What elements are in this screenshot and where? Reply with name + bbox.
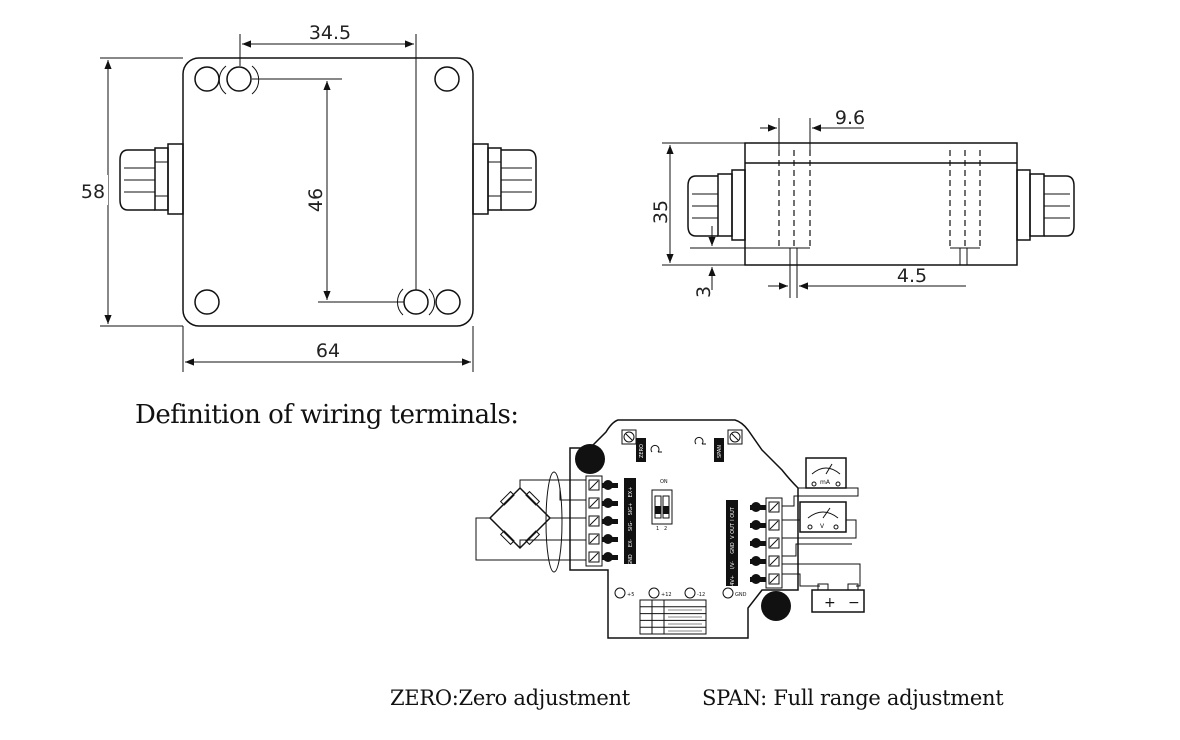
- right-terminal-label-3: GND: [730, 542, 736, 554]
- pot-span-label: SPAN: [717, 445, 723, 458]
- terminal-screw: [588, 551, 600, 563]
- switch-number-1: 1: [656, 526, 659, 532]
- voltmeter-label: V: [820, 523, 825, 530]
- power-supply: + −: [811, 583, 865, 613]
- terminal-screw: [588, 515, 600, 527]
- terminal-screw: [588, 533, 600, 545]
- hole-label-1: +5: [627, 592, 634, 598]
- cable-gland-side-left: [687, 169, 746, 241]
- cable-gland-right: [472, 143, 537, 215]
- switch-number-2: 2: [664, 526, 667, 532]
- dim-label-34-5: 34.5: [309, 22, 351, 44]
- right-terminal-label-4: I/V-: [730, 561, 736, 569]
- span-potentiometer: SPAN: [694, 429, 743, 462]
- enclosure-side-outline: [744, 142, 1018, 266]
- hole-label-3: -12: [697, 592, 705, 598]
- transmitter-board-outline: [569, 419, 799, 639]
- hole-label-2: +12: [661, 592, 672, 598]
- mount-hole-arc: [218, 65, 227, 95]
- cable-shield: [545, 471, 563, 573]
- mount-hole-arc: [251, 65, 260, 95]
- corner-hole: [435, 289, 461, 315]
- mount-pad: [575, 444, 605, 474]
- terminal-block-right: I OUT V OUT GND I/V- 24V+: [726, 497, 783, 589]
- wiring-heading: Definition of wiring terminals:: [135, 400, 519, 430]
- terminal-screw: [768, 537, 780, 549]
- cable-gland-side-right: [1016, 169, 1075, 241]
- range-table: [639, 599, 707, 635]
- dim-label-4-5: 4.5: [897, 265, 927, 287]
- right-terminal-label-5: 24V+: [730, 575, 736, 589]
- pot-zero-label: ZERO: [639, 444, 645, 458]
- mount-pad: [761, 591, 791, 621]
- terminal-screw: [588, 497, 600, 509]
- left-terminal-label-1: EX+: [628, 487, 634, 498]
- dim-label-64: 64: [316, 340, 340, 362]
- switch-on-label: ON: [660, 479, 668, 485]
- mount-hole: [226, 66, 252, 92]
- voltmeter: [799, 501, 847, 533]
- mount-hole-arc: [428, 288, 435, 316]
- supply-plus-label: +: [824, 595, 836, 611]
- battery: [811, 589, 865, 613]
- mount-hole: [403, 289, 429, 315]
- zero-potentiometer: ZERO: [621, 429, 662, 462]
- caption-zero: ZERO:Zero adjustment: [390, 686, 630, 710]
- dim-label-9-6: 9.6: [835, 107, 865, 129]
- hole-label-4: GND: [735, 592, 747, 598]
- left-terminal-label-4: EX-: [628, 539, 634, 547]
- left-terminal-label-5: GND: [628, 554, 634, 566]
- terminal-screw: [588, 479, 600, 491]
- power-test-holes: +5 +12 -12 GND: [614, 587, 747, 599]
- dim-label-58: 58: [81, 181, 105, 203]
- terminal-screw: [768, 501, 780, 513]
- corner-hole: [194, 66, 220, 92]
- corner-hole: [194, 289, 220, 315]
- right-terminal-label-2: V OUT: [730, 522, 736, 539]
- corner-hole: [434, 66, 460, 92]
- terminal-screw: [768, 519, 780, 531]
- caption-span: SPAN: Full range adjustment: [702, 686, 1004, 710]
- ma-meter: [805, 457, 847, 489]
- load-cell-bridge: [475, 471, 586, 573]
- wiring-diagram: ZERO SPAN ON 1 2: [475, 419, 865, 639]
- enclosure-top-outline: [182, 57, 474, 327]
- dim-label-35: 35: [650, 200, 672, 224]
- terminal-screw: [768, 555, 780, 567]
- output-meters: mA V: [782, 457, 861, 587]
- ma-meter-label: mA: [820, 479, 831, 486]
- left-terminal-label-3: SIG-: [628, 521, 634, 532]
- top-view: 34.5 46 58 64: [78, 22, 537, 372]
- dim-label-46: 46: [305, 188, 327, 212]
- terminal-block-left: EX+ SIG+ SIG- EX- GND: [585, 475, 636, 567]
- cable-gland-left: [119, 143, 184, 215]
- dip-switch: ON 1 2: [651, 479, 673, 532]
- side-view: 9.6 35 3 4.5: [650, 107, 1075, 298]
- dim-label-3: 3: [693, 286, 715, 298]
- right-terminal-label-1: I OUT: [730, 506, 736, 521]
- terminal-screw: [768, 573, 780, 585]
- left-terminal-label-2: SIG+: [628, 503, 634, 516]
- supply-minus-label: −: [848, 595, 860, 611]
